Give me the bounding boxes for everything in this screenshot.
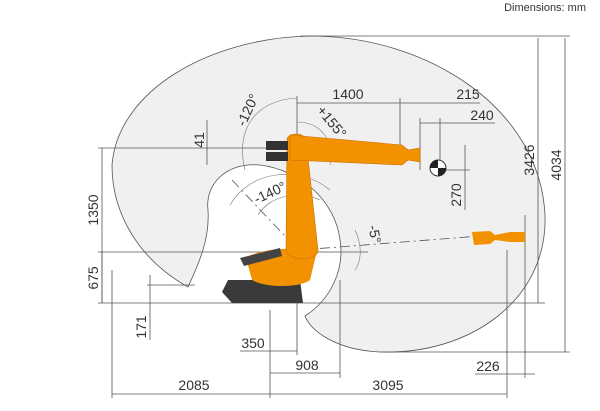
dim-1400: 1400: [332, 86, 363, 102]
units-label: Dimensions: mm: [504, 2, 586, 14]
workspace-envelope: [111, 35, 546, 353]
robot-upper-arm: [289, 134, 421, 166]
dim-3426: 3426: [521, 144, 537, 175]
dim-2085: 2085: [178, 377, 209, 393]
dim-41: 41: [191, 132, 207, 148]
dim-240: 240: [470, 107, 494, 123]
dimension-lines: [101, 35, 570, 398]
robot-motor: [266, 141, 288, 150]
inner-arc: [229, 174, 331, 206]
dim-171: 171: [133, 315, 149, 339]
robot-lower-arm: [285, 133, 319, 260]
robot-counterbalance: [240, 248, 282, 266]
angle-neg5: -5°: [365, 224, 384, 245]
dim-3095: 3095: [372, 377, 403, 393]
dim-4034: 4034: [548, 149, 564, 180]
dim-215: 215: [456, 86, 480, 102]
robot: [222, 133, 525, 303]
dim-350: 350: [241, 335, 265, 351]
center-of-gravity-icon: [429, 159, 447, 177]
angle-arc-neg120: [242, 97, 298, 171]
robot-tool-extended: [472, 231, 525, 245]
dim-675: 675: [85, 266, 101, 290]
dim-270: 270: [448, 183, 464, 207]
angle-arc-neg140: [257, 194, 321, 216]
dim-1350: 1350: [85, 194, 101, 225]
dim-226: 226: [476, 358, 500, 374]
angle-arc-neg5: [354, 229, 361, 271]
dim-908: 908: [295, 357, 319, 373]
